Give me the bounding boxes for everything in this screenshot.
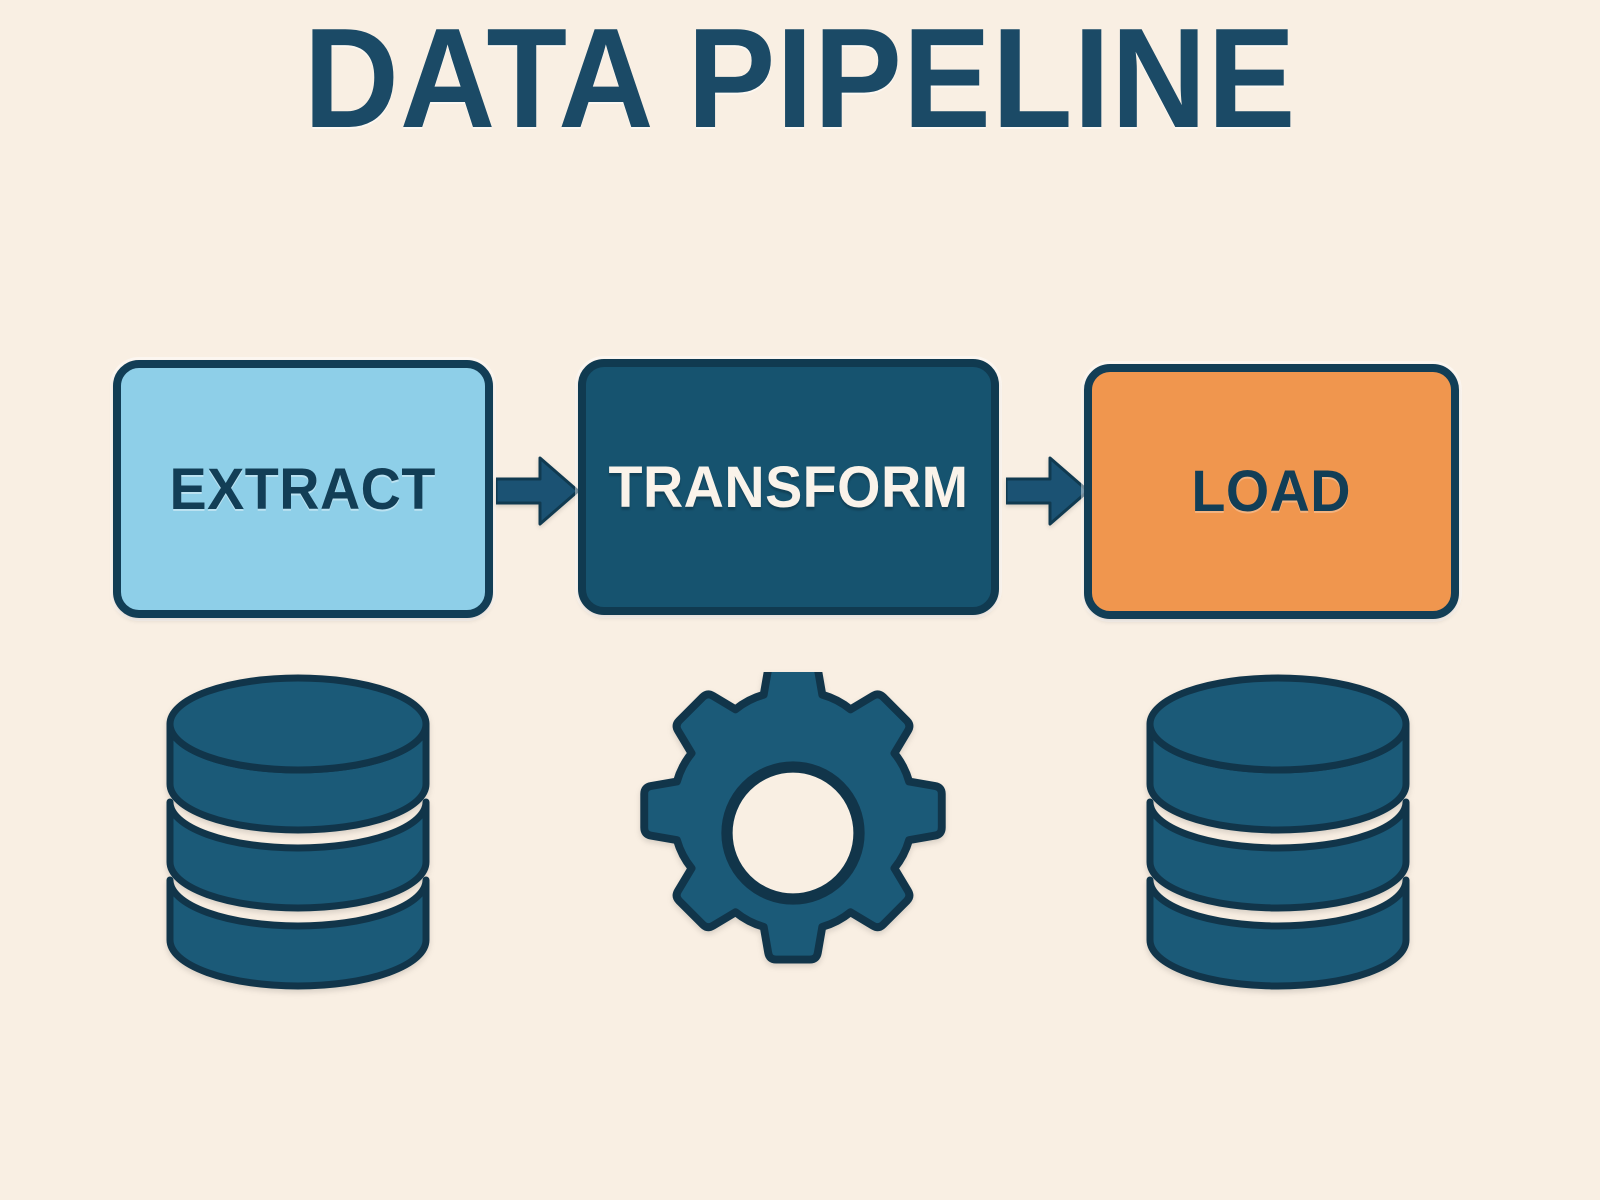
stage-box-extract[interactable]: EXTRACT xyxy=(113,360,493,618)
page-title: DATA PIPELINE xyxy=(303,0,1297,158)
stage-label-transform: TRANSFORM xyxy=(608,454,969,520)
stage-box-load[interactable]: LOAD xyxy=(1084,364,1459,619)
stage-label-extract: EXTRACT xyxy=(169,456,437,522)
stage-box-transform[interactable]: TRANSFORM xyxy=(578,359,999,615)
database-icon xyxy=(1142,672,1414,999)
arrow-extract-to-transform xyxy=(494,452,580,535)
stage-label-load: LOAD xyxy=(1191,459,1352,524)
database-icon xyxy=(162,672,434,999)
arrow-transform-to-load xyxy=(1004,452,1090,535)
gear-icon xyxy=(632,658,954,999)
